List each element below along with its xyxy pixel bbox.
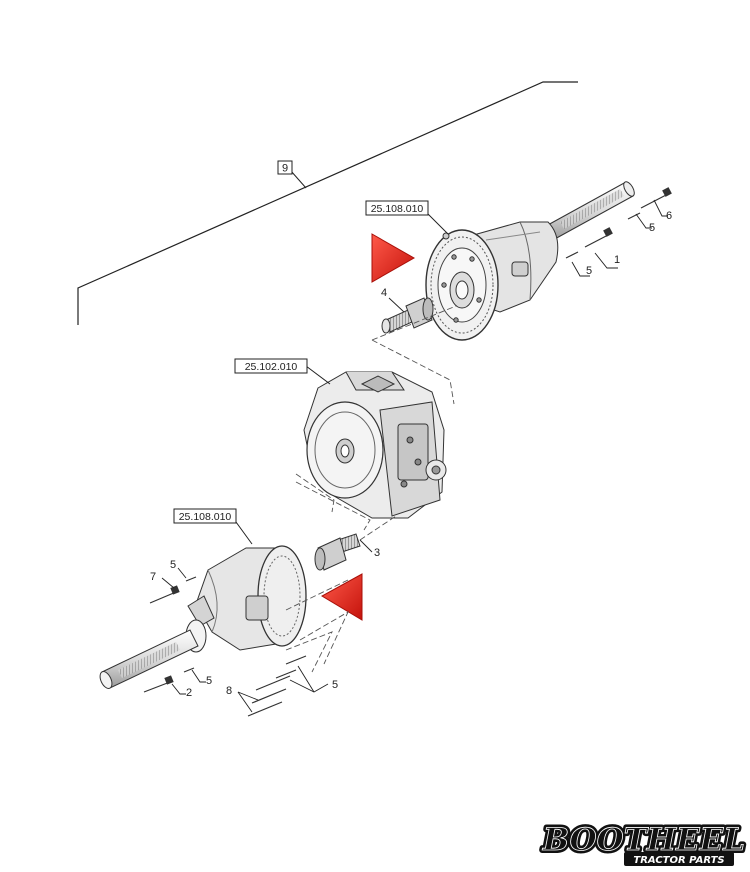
callout-leaders: [161, 199, 668, 713]
callout-3: 3: [374, 547, 380, 559]
group-label: 9: [282, 163, 288, 175]
direction-arrow-left: [320, 573, 363, 621]
center-gearbox: [303, 371, 447, 519]
lower-pinion-shaft: [314, 533, 361, 571]
callout-5-upper-a: 5: [586, 265, 592, 277]
callout-5-upper-b: 5: [649, 222, 655, 234]
callout-1: 1: [614, 254, 620, 266]
assembly-bracket: [77, 81, 578, 325]
ref-center-gearbox: 25.102.010: [234, 358, 331, 385]
svg-text:25.108.010: 25.108.010: [179, 511, 232, 523]
callout-2: 2: [186, 687, 192, 699]
alignment-lines: [285, 305, 457, 673]
callout-8: 8: [226, 685, 232, 697]
ref-lower-housing: 25.108.010: [173, 508, 253, 545]
lower-bolts: [143, 576, 307, 717]
bootheel-logo: BOOTHEEL BOOTHEEL BOOTHEEL TRACTOR PARTS: [539, 819, 748, 866]
upper-pinion-shaft: [381, 297, 434, 334]
callout-5-lower-b: 5: [206, 675, 212, 687]
svg-text:TRACTOR PARTS: TRACTOR PARTS: [633, 855, 724, 866]
callout-5-lower-a: 5: [170, 559, 176, 571]
upper-axle-shaft: [545, 181, 635, 241]
upper-axle-housing: [425, 221, 559, 341]
lower-axle-shaft: [99, 629, 199, 689]
callout-5-lower-c: 5: [332, 679, 338, 691]
lower-axle-housing: [185, 545, 307, 653]
svg-text:25.108.010: 25.108.010: [371, 203, 424, 215]
direction-arrow-right: [371, 233, 416, 283]
svg-text:25.102.010: 25.102.010: [245, 361, 298, 373]
callout-7: 7: [150, 571, 156, 583]
group-leader-line: [290, 170, 307, 189]
callout-6: 6: [666, 210, 672, 222]
ref-upper-housing: 25.108.010: [365, 200, 449, 235]
group-label-box: [277, 160, 293, 175]
callout-4: 4: [381, 287, 387, 299]
